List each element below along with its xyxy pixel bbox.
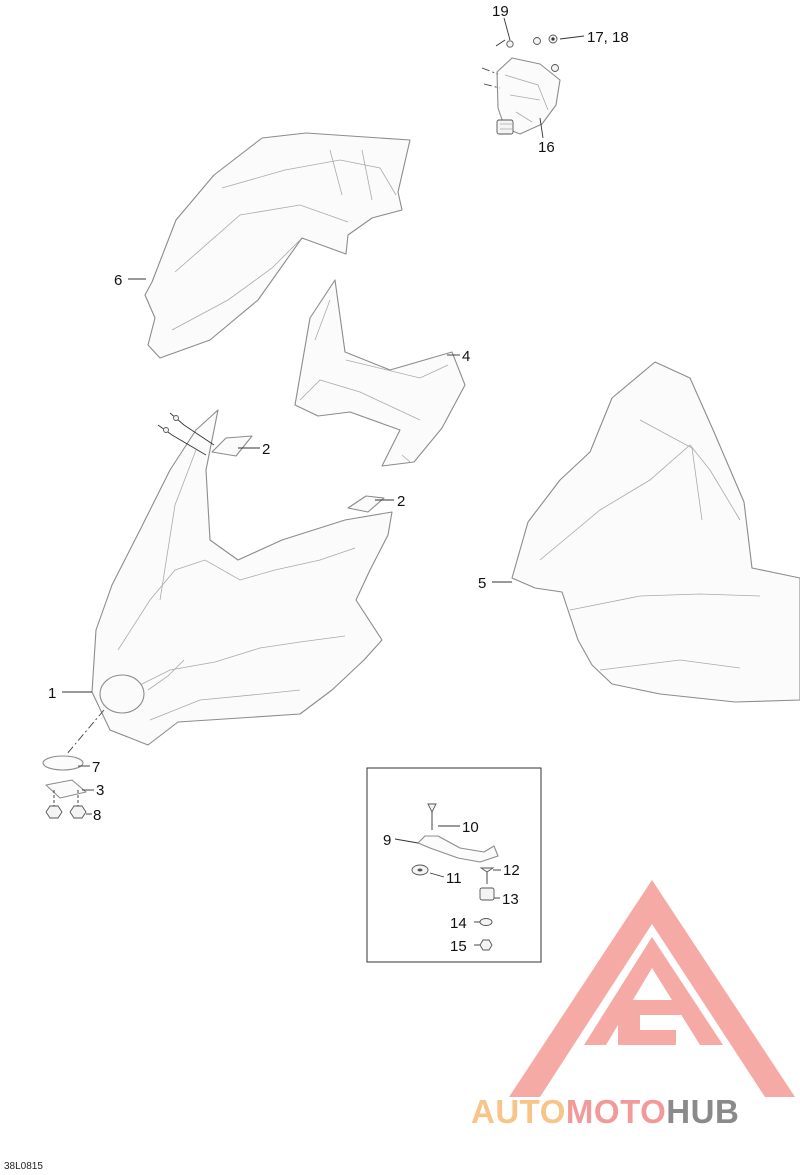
fastener-pins <box>157 412 215 456</box>
callout-1: 1 <box>48 685 56 702</box>
callout-10: 10 <box>462 819 479 836</box>
callout-14: 14 <box>450 915 467 932</box>
callout-16: 16 <box>538 139 555 156</box>
callout-2-right: 2 <box>397 493 405 510</box>
part-4-center-cover <box>294 279 466 467</box>
part-10-screw-head <box>427 803 437 814</box>
grommet-17-18 <box>533 34 559 72</box>
callout-3: 3 <box>96 782 104 799</box>
assembly-dashline <box>65 709 105 756</box>
part-14-washer <box>479 918 493 926</box>
callout-labels: 6 4 2 2 5 1 7 3 8 10 9 11 12 13 14 15 16… <box>48 3 629 955</box>
part-13-spacer <box>479 887 495 901</box>
part-1-front-cowl <box>91 409 393 746</box>
figure-code: 38L0815 <box>4 1161 43 1172</box>
part-15-nut <box>479 939 493 951</box>
part-7-lens <box>42 755 84 771</box>
watermark-logo <box>509 880 795 1097</box>
callout-4: 4 <box>462 348 470 365</box>
callout-9: 9 <box>383 832 391 849</box>
callout-6: 6 <box>114 272 122 289</box>
watermark-text-moto: MOTO <box>565 1093 667 1130</box>
detail-inset-box <box>366 767 542 963</box>
callout-7: 7 <box>92 759 100 776</box>
callout-8: 8 <box>93 807 101 824</box>
callout-13: 13 <box>502 891 519 908</box>
part-8-nuts <box>45 790 87 819</box>
watermark-text-auto: AUTO <box>471 1093 566 1130</box>
watermark-text: AUTOMOTOHUB <box>471 1093 739 1131</box>
callout-17-18: 17, 18 <box>587 29 629 46</box>
part-2-decal-right <box>347 495 385 513</box>
part-16-light-housing <box>481 57 561 135</box>
part-9-bracket <box>417 835 499 863</box>
callout-11: 11 <box>446 870 462 887</box>
part-2-decal-upper <box>211 435 253 457</box>
part-6-side-panel <box>144 132 411 359</box>
callout-15: 15 <box>450 938 467 955</box>
callout-12: 12 <box>503 862 520 879</box>
part-12-bolt-head <box>479 867 495 873</box>
callout-5: 5 <box>478 575 486 592</box>
watermark-text-hub: HUB <box>666 1093 740 1130</box>
part-3-washer-plate <box>45 779 87 799</box>
leader-lines <box>62 17 585 946</box>
part-5-right-panel <box>511 361 800 703</box>
callout-2-upper: 2 <box>262 441 270 458</box>
screw-19 <box>495 39 514 48</box>
callout-19: 19 <box>492 3 509 20</box>
